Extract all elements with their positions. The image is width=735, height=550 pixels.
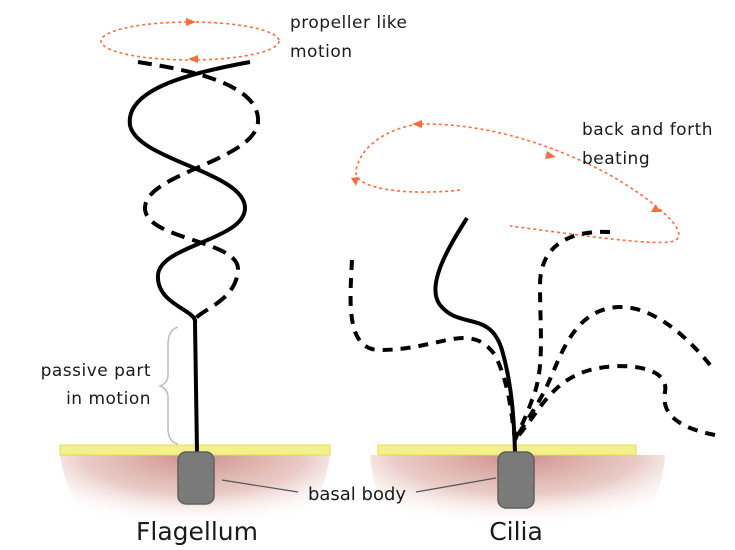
beating-arrow-icon xyxy=(412,120,422,128)
beating-motion-path xyxy=(356,124,679,242)
beating-label-line1: back and forth xyxy=(582,120,713,140)
cilium-alt-position xyxy=(515,232,610,440)
propeller-label-line2: motion xyxy=(290,42,353,62)
flagellum-basal-body xyxy=(178,452,214,504)
cilium-alt-position xyxy=(515,307,710,440)
propeller-motion-path xyxy=(101,22,279,60)
beating-label-line2: beating xyxy=(582,149,650,169)
beating-arrow-icon xyxy=(351,177,359,186)
propeller-arrow-icon xyxy=(188,55,198,63)
cilium-alt-position xyxy=(515,366,715,440)
cilium-solid xyxy=(435,218,515,452)
propeller-arrow-icon xyxy=(186,18,196,26)
cilia-title: Cilia xyxy=(489,517,543,546)
passive-brace xyxy=(160,327,178,444)
passive-label-line1: passive part xyxy=(41,361,151,381)
basal-body-label: basal body xyxy=(308,484,406,505)
passive-label-line2: in motion xyxy=(66,389,151,409)
cilium-alt-position xyxy=(351,260,515,440)
flagellum-title: Flagellum xyxy=(136,517,258,546)
beating-arrow-icon xyxy=(545,151,556,159)
propeller-label-line1: propeller like xyxy=(290,13,408,33)
cilia-basal-body xyxy=(498,452,534,508)
